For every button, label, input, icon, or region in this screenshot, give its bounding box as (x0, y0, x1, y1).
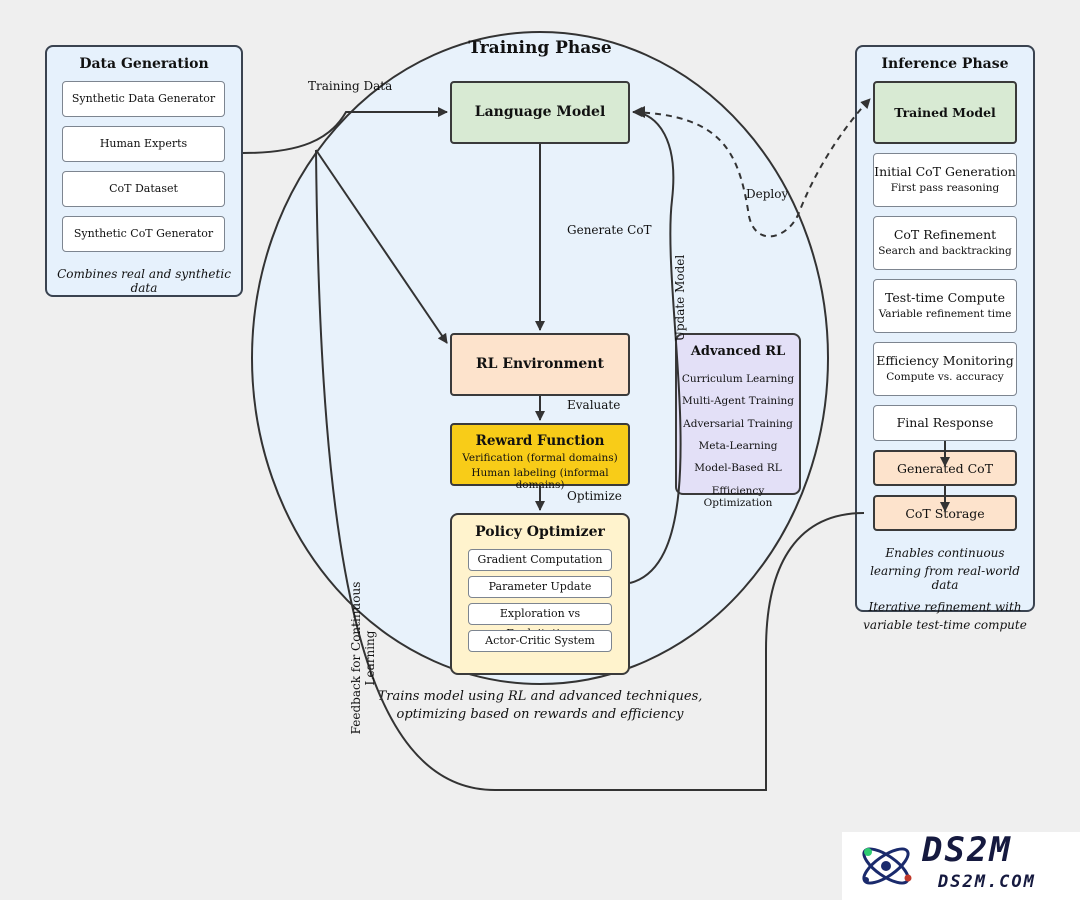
advanced-rl-title: Advanced RL (690, 344, 786, 359)
update-model-label: Update Model (673, 254, 687, 342)
cot-refinement-sub: Search and backtracking (878, 245, 1012, 257)
actor-critic-system-item[interactable]: Actor-Critic System (468, 630, 612, 652)
data-source-synthetic-cot-generator[interactable]: Synthetic CoT Generator (62, 216, 225, 252)
data-source-human-experts[interactable]: Human Experts (62, 126, 225, 162)
test-time-compute-sub: Variable refinement time (878, 308, 1012, 320)
language-model-label: Language Model (474, 104, 606, 120)
training-caption-line2: optimizing based on rewards and efficien… (396, 707, 684, 722)
rl-environment-label: RL Environment (476, 356, 604, 372)
inference-caption-line1: Enables continuous (885, 546, 1005, 560)
data-source-cot-dataset[interactable]: CoT Dataset (62, 171, 225, 207)
logo-url: ds2m.com (938, 872, 1036, 892)
model-based-rl-item: Model-Based RL (694, 462, 782, 474)
inference-caption-line2: learning from real-world data (870, 564, 1020, 592)
logo-name: DS2M (922, 830, 1012, 870)
efficiency-monitoring-box[interactable]: Efficiency Monitoring Compute vs. accura… (873, 342, 1017, 396)
cot-refinement-box[interactable]: CoT Refinement Search and backtracking (873, 216, 1017, 270)
final-response-label: Final Response (896, 415, 994, 430)
reward-function-line1: Verification (formal domains) (462, 452, 618, 464)
inference-caption2-line1: Iterative refinement with (868, 600, 1022, 614)
language-model-node[interactable]: Language Model (450, 81, 630, 144)
data-generation-title: Data Generation (79, 56, 209, 72)
feedback-label: Feedback for Continuous Learning (349, 581, 377, 735)
trained-model-node[interactable]: Trained Model (873, 81, 1017, 144)
efficiency-monitoring-sub: Compute vs. accuracy (886, 371, 1004, 383)
test-time-compute-box[interactable]: Test-time Compute Variable refinement ti… (873, 279, 1017, 333)
inference-phase-title: Inference Phase (881, 56, 1009, 72)
training-caption-line1: Trains model using RL and advanced techn… (377, 689, 703, 704)
efficiency-monitoring-title: Efficiency Monitoring (876, 353, 1014, 368)
policy-optimizer-title: Policy Optimizer (475, 524, 605, 540)
initial-cot-generation-title: Initial CoT Generation (874, 164, 1016, 179)
exploration-vs-exploitation-item[interactable]: Exploration vs Exploitation (468, 603, 612, 640)
training-phase-title: Training Phase (468, 38, 612, 58)
test-time-compute-title: Test-time Compute (884, 290, 1006, 305)
multi-agent-training-item: Multi-Agent Training (681, 395, 795, 407)
data-generation-caption: Combines real and synthetic data (57, 267, 231, 295)
curriculum-learning-item: Curriculum Learning (681, 373, 795, 385)
training-data-label: Training Data (308, 79, 393, 93)
gradient-computation-item[interactable]: Gradient Computation (468, 549, 612, 571)
reward-function-node[interactable]: Reward Function Verification (formal dom… (450, 423, 630, 491)
atom-icon (862, 847, 912, 885)
optimize-label: Optimize (567, 489, 622, 503)
logo-area: DS2M ds2m.com (842, 830, 1080, 900)
data-source-synthetic-data-generator[interactable]: Synthetic Data Generator (62, 81, 225, 117)
meta-learning-item: Meta-Learning (698, 440, 778, 452)
final-response-box[interactable]: Final Response (873, 405, 1017, 441)
deploy-label: Deploy (746, 187, 789, 201)
trained-model-label: Trained Model (894, 105, 996, 120)
evaluate-label: Evaluate (567, 398, 621, 412)
adversarial-training-item: Adversarial Training (683, 418, 793, 430)
initial-cot-generation-box[interactable]: Initial CoT Generation First pass reason… (873, 153, 1017, 207)
reward-function-title: Reward Function (475, 433, 605, 449)
efficiency-optimization-item: Efficiency Optimization (703, 485, 773, 509)
parameter-update-item[interactable]: Parameter Update (468, 576, 612, 598)
generate-cot-label: Generate CoT (567, 223, 652, 237)
generated-cot-label: Generated CoT (896, 461, 994, 476)
cot-storage-label: CoT Storage (905, 506, 985, 521)
cot-storage-box[interactable]: CoT Storage (873, 495, 1017, 531)
initial-cot-generation-sub: First pass reasoning (890, 182, 1000, 194)
cot-refinement-title: CoT Refinement (893, 227, 997, 242)
reward-function-line2: Human labeling (informal domains) (471, 467, 609, 491)
inference-caption2-line2: variable test-time compute (863, 618, 1027, 632)
generated-cot-box[interactable]: Generated CoT (873, 450, 1017, 486)
rl-environment-node[interactable]: RL Environment (450, 333, 630, 396)
